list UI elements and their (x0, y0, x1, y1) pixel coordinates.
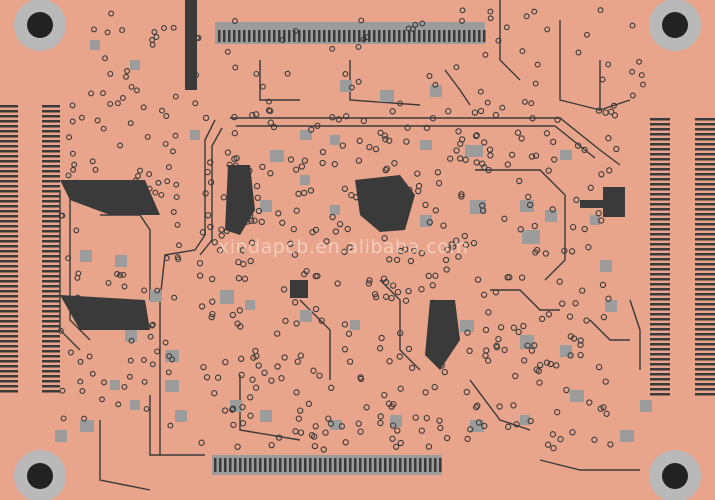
watermark-text: xindapcb.en.alibaba.com (218, 236, 469, 258)
left-edge-connector (0, 105, 60, 393)
mounting-holes (14, 0, 701, 500)
via-field (57, 7, 646, 453)
right-edge-connector (650, 118, 715, 396)
bottom-connector (212, 455, 442, 475)
top-connector (215, 22, 486, 44)
component-pads (55, 40, 652, 442)
